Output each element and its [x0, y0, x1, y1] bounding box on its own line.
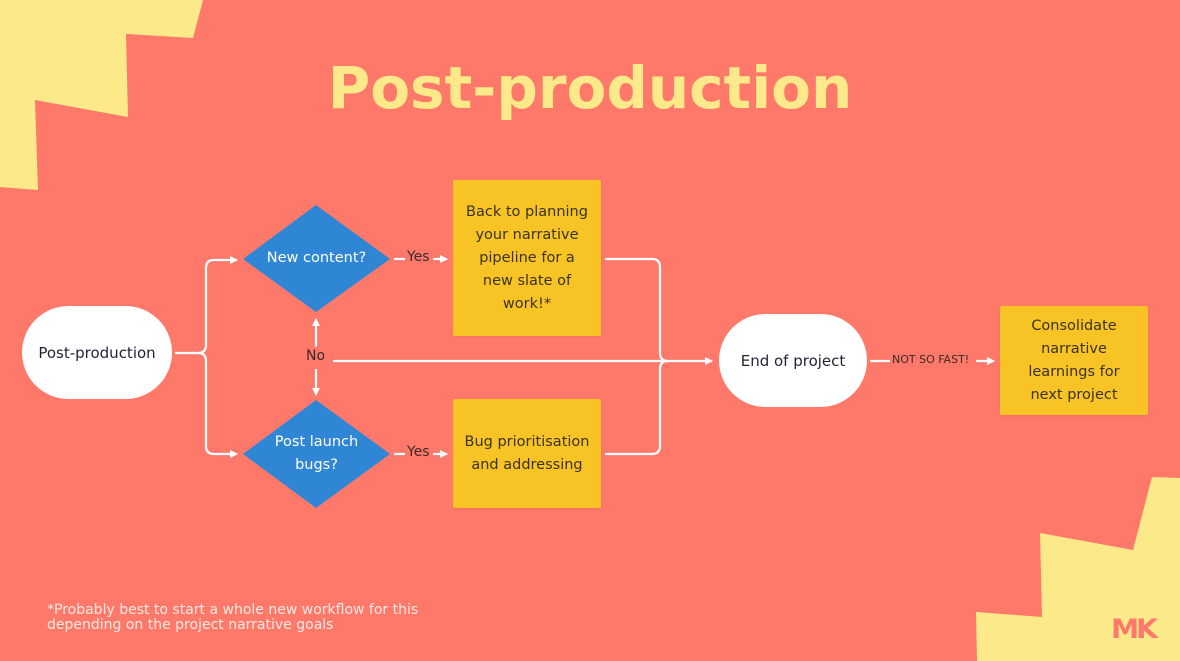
node-consolidate-process: Consolidate narrative learnings for next…	[1000, 306, 1148, 415]
decision-bugs-diamond	[243, 400, 390, 508]
connector-start-branch	[174, 256, 238, 355]
edge-label-no: No	[304, 348, 328, 364]
node-end-label: End of project	[740, 351, 846, 370]
edge-label-yes-new-content: Yes	[405, 249, 432, 265]
node-start-terminal: Post-production	[22, 306, 172, 399]
node-planning-label: Back to planning your narrative pipeline…	[466, 203, 588, 312]
edge-label-not-so-fast: NOT SO FAST!	[890, 353, 972, 366]
decision-bugs: Post launch bugs?	[243, 400, 390, 508]
page-title: Post-production	[327, 54, 853, 122]
footnote: *Probably best to start a whole new work…	[47, 603, 418, 633]
footnote-line1: *Probably best to start a whole new work…	[47, 602, 419, 618]
decision-bugs-label-line2: bugs?	[295, 457, 338, 473]
connector-start-branch-bottom	[196, 351, 238, 458]
edge-label-yes-bugs: Yes	[405, 444, 432, 460]
connector-bugs-to-end	[604, 359, 670, 456]
decision-new-content-diamond	[243, 205, 390, 312]
node-planning-process: Back to planning your narrative pipeline…	[453, 180, 601, 336]
decision-new-content: New content?	[243, 205, 390, 312]
decision-bugs-label-line1: Post launch	[274, 434, 359, 450]
node-bugs-process: Bug prioritisation and addressing	[453, 399, 601, 508]
connector-planning-to-end	[604, 257, 670, 363]
node-bugs-label: Bug prioritisation and addressing	[464, 433, 590, 473]
mk-logo: MK	[1110, 614, 1158, 645]
node-consolidate-label: Consolidate narrative learnings for next…	[1028, 317, 1120, 403]
decorative-shape-bottom-right	[976, 477, 1180, 661]
node-start-label: Post-production	[38, 343, 156, 362]
footnote-line2: depending on the project narrative goals	[47, 617, 334, 633]
node-end-terminal: End of project	[719, 314, 867, 407]
decision-new-content-label: New content?	[266, 250, 367, 266]
decorative-shape-top-left	[0, 0, 203, 190]
